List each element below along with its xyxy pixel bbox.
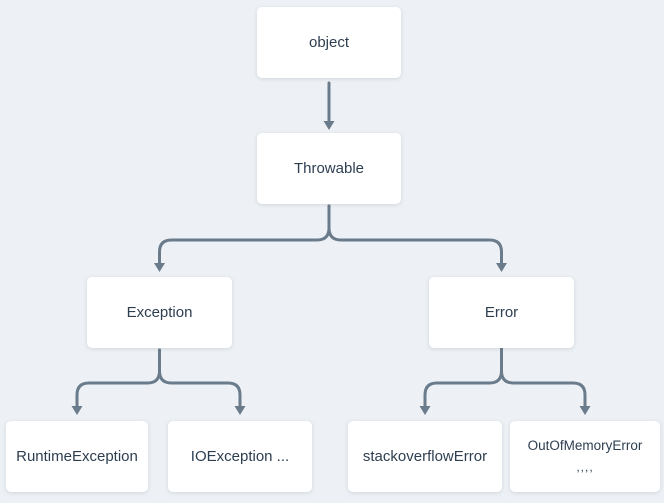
edge-exception-runtime — [75, 348, 161, 408]
node-throwable: Throwable — [257, 133, 401, 204]
node-out-of-memory-error-sublabel: ,,,, — [576, 460, 594, 475]
node-io-exception-label: IOException ... — [190, 447, 290, 465]
arrowhead-outofmemory — [579, 406, 591, 415]
node-exception-label: Exception — [126, 303, 193, 321]
node-exception: Exception — [87, 277, 232, 348]
arrowhead-runtime — [71, 406, 83, 415]
arrowhead-error — [496, 263, 507, 272]
node-object-label: object — [308, 33, 350, 51]
node-stackoverflow-error: stackoverflowError — [348, 421, 502, 492]
arrowhead-stackoverflow — [419, 406, 431, 415]
node-runtime-exception-label: RuntimeException — [16, 447, 138, 465]
arrowhead-ioexception — [234, 406, 246, 415]
edge-error-outofmemory — [500, 347, 587, 408]
edge-throwable-exception — [158, 204, 331, 265]
node-runtime-exception: RuntimeException — [6, 421, 148, 492]
node-stackoverflow-error-label: stackoverflowError — [362, 447, 488, 465]
edge-error-stackoverflow — [423, 347, 503, 408]
node-out-of-memory-error-label: OutOfMemoryError — [527, 438, 643, 454]
edge-exception-ioexception — [158, 348, 242, 408]
arrowhead-exception — [154, 263, 165, 272]
node-throwable-label: Throwable — [293, 159, 365, 177]
edge-throwable-error — [327, 204, 503, 265]
node-error: Error — [429, 277, 574, 348]
node-out-of-memory-error: OutOfMemoryError ,,,, — [510, 421, 660, 492]
node-object: object — [257, 7, 401, 78]
arrowhead-throwable — [323, 121, 335, 130]
node-error-label: Error — [484, 303, 519, 321]
node-io-exception: IOException ... — [168, 421, 312, 492]
